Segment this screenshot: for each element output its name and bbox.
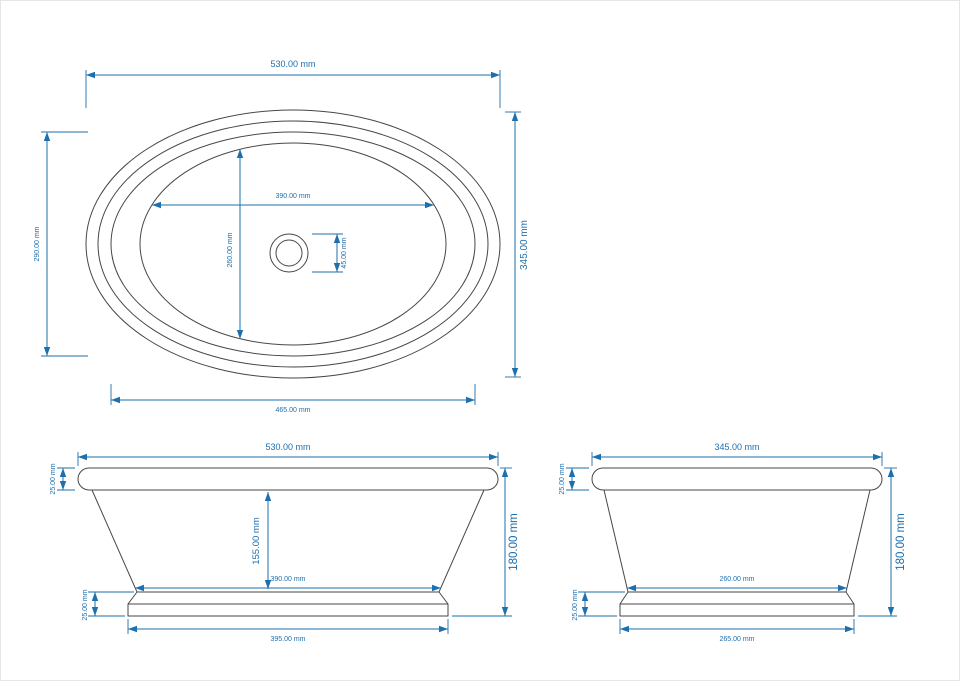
side-view-outline bbox=[591, 467, 883, 617]
dim-front-overall-height: 180.00 mm bbox=[452, 467, 520, 617]
dim-front-base-width: 395.00 mm bbox=[127, 619, 449, 643]
dim-top-overall-width: 530.00 mm bbox=[85, 59, 501, 108]
base-plinth bbox=[619, 591, 855, 617]
top-view: 530.00 mm 345.00 mm 290.00 mm 465.00 mm … bbox=[34, 59, 530, 414]
drain-inner-circle bbox=[275, 239, 303, 267]
dim-front-body-bottom-width: 390.00 mm bbox=[135, 576, 441, 592]
dim-label-top-basin-depth: 260.00 mm bbox=[227, 232, 234, 267]
dim-front-base-height: 25.00 mm bbox=[82, 589, 134, 621]
dim-top-basin-depth: 260.00 mm bbox=[227, 149, 244, 339]
dim-front-wall-height: 155.00 mm bbox=[251, 492, 272, 589]
dim-top-rim-inner-width: 465.00 mm bbox=[110, 384, 476, 414]
front-view: 530.00 mm 180.00 mm 25.00 mm 155.00 mm 3… bbox=[50, 442, 520, 643]
tub-body bbox=[91, 489, 485, 593]
dim-side-base-width: 265.00 mm bbox=[619, 619, 855, 643]
rim-inner-edge bbox=[110, 131, 476, 357]
dim-label-front-base-width: 395.00 mm bbox=[270, 636, 305, 643]
dim-label-top-basin-width: 390.00 mm bbox=[275, 193, 310, 200]
top-view-outline bbox=[85, 109, 501, 379]
dim-top-overall-depth: 345.00 mm bbox=[505, 111, 530, 378]
dim-label-side-base-height: 25.00 mm bbox=[572, 589, 579, 620]
drain-outer-circle bbox=[269, 233, 309, 273]
dim-top-basin-width: 390.00 mm bbox=[152, 193, 434, 209]
rim-roll bbox=[591, 467, 883, 491]
dim-top-drain-diameter: 45.00 mm bbox=[312, 233, 348, 273]
dim-front-overall-width: 530.00 mm bbox=[77, 442, 499, 466]
dim-label-side-overall-height: 180.00 mm bbox=[895, 513, 907, 571]
dim-label-front-base-height: 25.00 mm bbox=[82, 589, 89, 620]
dim-side-base-height: 25.00 mm bbox=[572, 589, 625, 621]
dim-label-top-overall-width: 530.00 mm bbox=[270, 59, 315, 69]
basin-floor-edge bbox=[139, 142, 447, 346]
dim-label-front-wall-height: 155.00 mm bbox=[251, 517, 262, 565]
dim-side-overall-width: 345.00 mm bbox=[591, 442, 883, 466]
dim-label-side-rim-height: 25.00 mm bbox=[559, 463, 566, 494]
dim-top-rim-inner-depth: 290.00 mm bbox=[34, 131, 88, 357]
tub-body bbox=[603, 489, 871, 593]
dim-label-front-rim-height: 25.00 mm bbox=[50, 463, 57, 494]
rim-roll bbox=[77, 467, 499, 491]
dim-label-side-base-width: 265.00 mm bbox=[719, 636, 754, 643]
base-plinth bbox=[127, 591, 449, 617]
dim-front-rim-height: 25.00 mm bbox=[50, 463, 75, 495]
dim-label-side-overall-width: 345.00 mm bbox=[714, 442, 759, 452]
dim-side-overall-height: 180.00 mm bbox=[858, 467, 907, 617]
dim-label-front-body-bottom-width: 390.00 mm bbox=[270, 576, 305, 583]
dim-label-front-overall-height: 180.00 mm bbox=[508, 513, 520, 571]
dim-label-side-body-bottom-width: 260.00 mm bbox=[719, 576, 754, 583]
rim-roll-line bbox=[97, 120, 489, 368]
dim-label-top-rim-inner-depth: 290.00 mm bbox=[34, 226, 41, 261]
dim-label-top-rim-inner-width: 465.00 mm bbox=[275, 407, 310, 414]
side-view: 345.00 mm 180.00 mm 25.00 mm 260.00 mm 2… bbox=[559, 442, 907, 643]
dim-label-top-drain-diameter: 45.00 mm bbox=[341, 237, 348, 268]
front-view-outline bbox=[77, 467, 499, 617]
dim-side-body-bottom-width: 260.00 mm bbox=[627, 576, 847, 592]
dim-side-rim-height: 25.00 mm bbox=[559, 463, 589, 495]
dim-label-top-overall-depth: 345.00 mm bbox=[519, 220, 530, 270]
outer-rim-edge bbox=[85, 109, 501, 379]
dim-label-front-overall-width: 530.00 mm bbox=[265, 442, 310, 452]
